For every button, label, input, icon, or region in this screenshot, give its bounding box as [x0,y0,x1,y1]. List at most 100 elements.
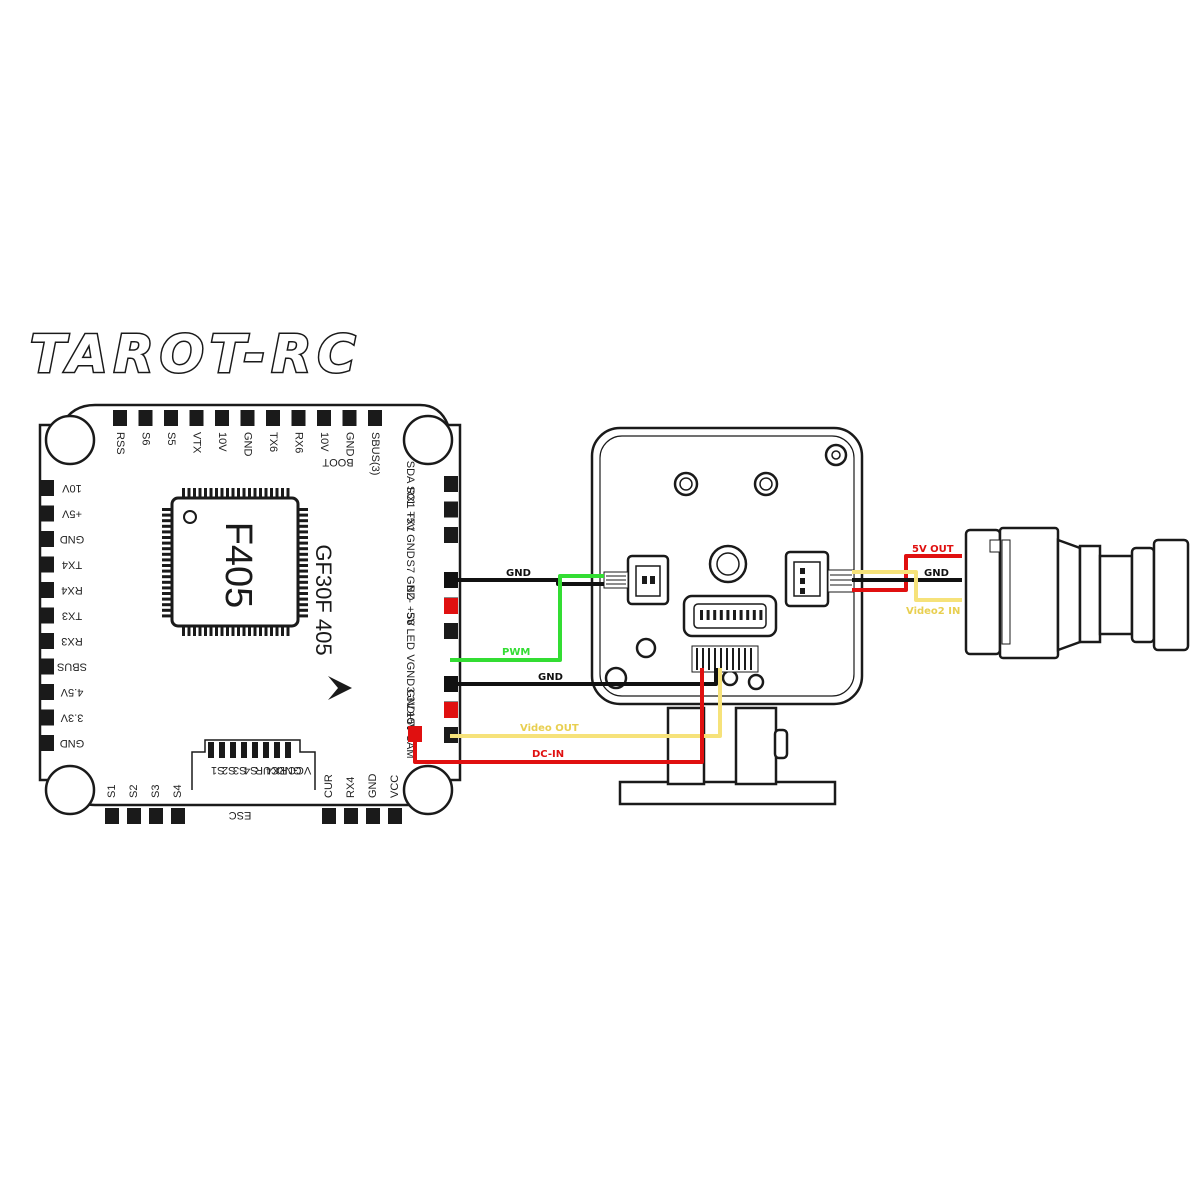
mount-hole-tl [44,414,96,466]
wire-video-out [450,668,722,738]
direction-arrow-icon [328,676,352,700]
esc-pin-label: S2 [222,764,235,776]
left-pad-label: TX4 [62,559,82,571]
left-pad [40,684,54,700]
bottom-pad [344,808,358,824]
left-pad-label: 3.3V [60,712,83,724]
top-pad [164,410,178,426]
bottom-pad-label: RX4 [345,777,357,798]
left-pad [40,658,54,675]
wire-gnd-top [450,578,604,586]
mount-hole-bl [44,764,96,816]
mount-hole-br [402,764,454,816]
camera-module [590,426,864,806]
left-pad-label: RX4 [61,584,82,596]
top-pad-label: VTX [191,432,203,454]
cam-usb-port [682,594,778,638]
esc-pin-label: S3 [233,764,246,776]
bottom-pad-label: S4 [172,785,184,798]
wire-gnd-mid [450,668,718,686]
brand-logo: TAROT-RC [30,325,362,385]
esc-pin-label: S4 [244,764,257,776]
left-pad [40,556,54,573]
bottom-pad [105,808,119,824]
mount-hole-tr [402,414,454,466]
pad-10v-red [408,726,422,742]
wire-pwm [450,574,604,662]
right-pad [444,623,458,639]
top-pad-label: RSS [114,432,126,455]
pad-5v-cam [444,702,458,718]
bottom-pad-label: S2 [128,785,140,798]
top-pad-label: S6 [140,432,152,445]
boot-label: BOOT [322,456,353,468]
left-pad-label: +5V [61,508,82,520]
cam-flex-header [691,645,759,673]
right-pad-label: BZ- +5V [404,585,416,626]
left-pad [40,633,54,649]
cam-left-connector [603,554,670,606]
esc-label: ESC [229,809,252,821]
right-pad [444,476,458,492]
right-pad-label: 3.3V +5V [404,687,416,733]
wire-label-gnd-top: GND [506,568,531,579]
bottom-pad [127,808,141,824]
right-pad [444,501,458,518]
top-pad [113,410,127,426]
right-pad-label: S7 GND [404,560,416,601]
wire-label-pwm: PWM [502,647,530,658]
top-pad [189,410,204,426]
esc-pin-label: RX4 [266,764,287,776]
bottom-pad-label: S3 [150,785,162,798]
bottom-pad-label: CUR [323,774,335,798]
left-pad [40,582,54,598]
top-pad-label: GND [242,432,254,457]
left-pad-label: 4.5V [60,686,83,698]
wire-label-dc-in: DC-IN [532,749,564,760]
top-pad [266,410,280,426]
esc-pin-label: GND [277,764,302,776]
wire-dc-in [413,668,704,764]
wire-label-video-out: Video OUT [520,723,579,734]
bottom-pad [322,808,336,824]
top-pad [291,410,306,426]
pad-gnd-s7 [444,572,458,588]
right-pad-label: RX1 TX1 [404,487,416,531]
esc-pin-label: CUR [255,764,279,776]
right-pad-label: S8 LED [404,612,416,650]
top-pad-label: GND [344,432,356,457]
bottom-pad [171,808,185,824]
board-model-label: GF30F 405 [311,544,336,655]
chip-label: F405 [217,522,259,609]
bottom-pad [149,808,163,824]
cam-right-connector [784,550,855,608]
top-pad-label: 10V [318,432,330,452]
esc-pin-label: S1 [211,764,224,776]
left-pad-label: RX3 [61,635,82,647]
analog-camera [964,526,1190,660]
top-pad [215,410,229,426]
wires [413,554,962,764]
wire-label-gnd-mid: GND [538,672,563,683]
left-pad [40,505,54,522]
wire-label-cam-video-in: Video2 IN [906,606,960,617]
left-pad-label: 10V [62,482,82,494]
left-pad [40,531,54,547]
top-pad [368,410,382,426]
bottom-pad-label: S1 [106,785,118,798]
top-pad [138,410,153,426]
top-pad-label: RX6 [293,432,305,453]
left-pad [40,607,54,624]
bottom-pad-label: VCC [389,775,401,798]
right-pad-label: +5V GND [404,511,416,558]
bottom-pad [388,808,402,824]
top-pad [342,410,357,426]
left-pad-label: SBUS [57,661,87,673]
top-pad-label: 10V [216,432,228,452]
left-pad-label: GND [60,737,85,749]
bottom-pad [366,808,380,824]
esc-pin-label: VCC [288,764,311,776]
top-pad-label: S5 [165,432,177,445]
